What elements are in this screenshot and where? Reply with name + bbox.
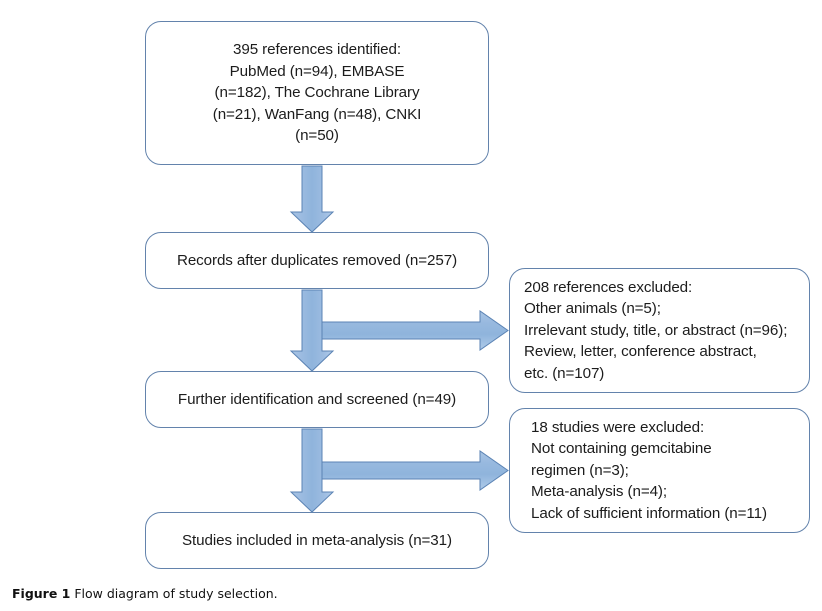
figure-caption-text: Flow diagram of study selection. (70, 586, 278, 601)
figure-caption-label: Figure 1 (12, 586, 71, 601)
node-references-excluded-label: 208 references excluded: Other animals (… (524, 278, 788, 382)
figure-caption: Figure 1 Flow diagram of study selection… (12, 586, 278, 602)
flow-arrows (289, 165, 509, 513)
node-studies-included-in-meta-analysis-label: Studies included in meta-analysis (n=31) (182, 531, 452, 549)
arrow-down-duplicates-to-screened (289, 289, 335, 372)
arrow-down-screened-to-included (289, 428, 335, 513)
node-studies-included-in-meta-analysis: Studies included in meta-analysis (n=31) (145, 512, 489, 569)
node-references-identified: 395 references identified: PubMed (n=94)… (145, 21, 489, 165)
flow-diagram: 395 references identified: PubMed (n=94)… (145, 21, 810, 569)
node-studies-excluded-label: 18 studies were excluded: Not containing… (531, 418, 767, 522)
node-studies-excluded: 18 studies were excluded: Not containing… (509, 408, 810, 533)
node-records-after-duplicates-removed: Records after duplicates removed (n=257) (145, 232, 489, 289)
node-records-after-duplicates-removed-label: Records after duplicates removed (n=257) (176, 251, 458, 269)
node-further-identification-and-screened-label: Further identification and screened (n=4… (177, 390, 457, 408)
node-references-identified-label: 395 references identified: PubMed (n=94)… (212, 41, 422, 145)
node-references-excluded: 208 references excluded: Other animals (… (509, 268, 810, 393)
arrow-down-identified-to-duplicates (289, 165, 335, 233)
node-further-identification-and-screened: Further identification and screened (n=4… (145, 371, 489, 428)
arrow-right-to-excluded-2 (321, 450, 509, 491)
arrow-right-to-excluded-1 (321, 310, 509, 351)
